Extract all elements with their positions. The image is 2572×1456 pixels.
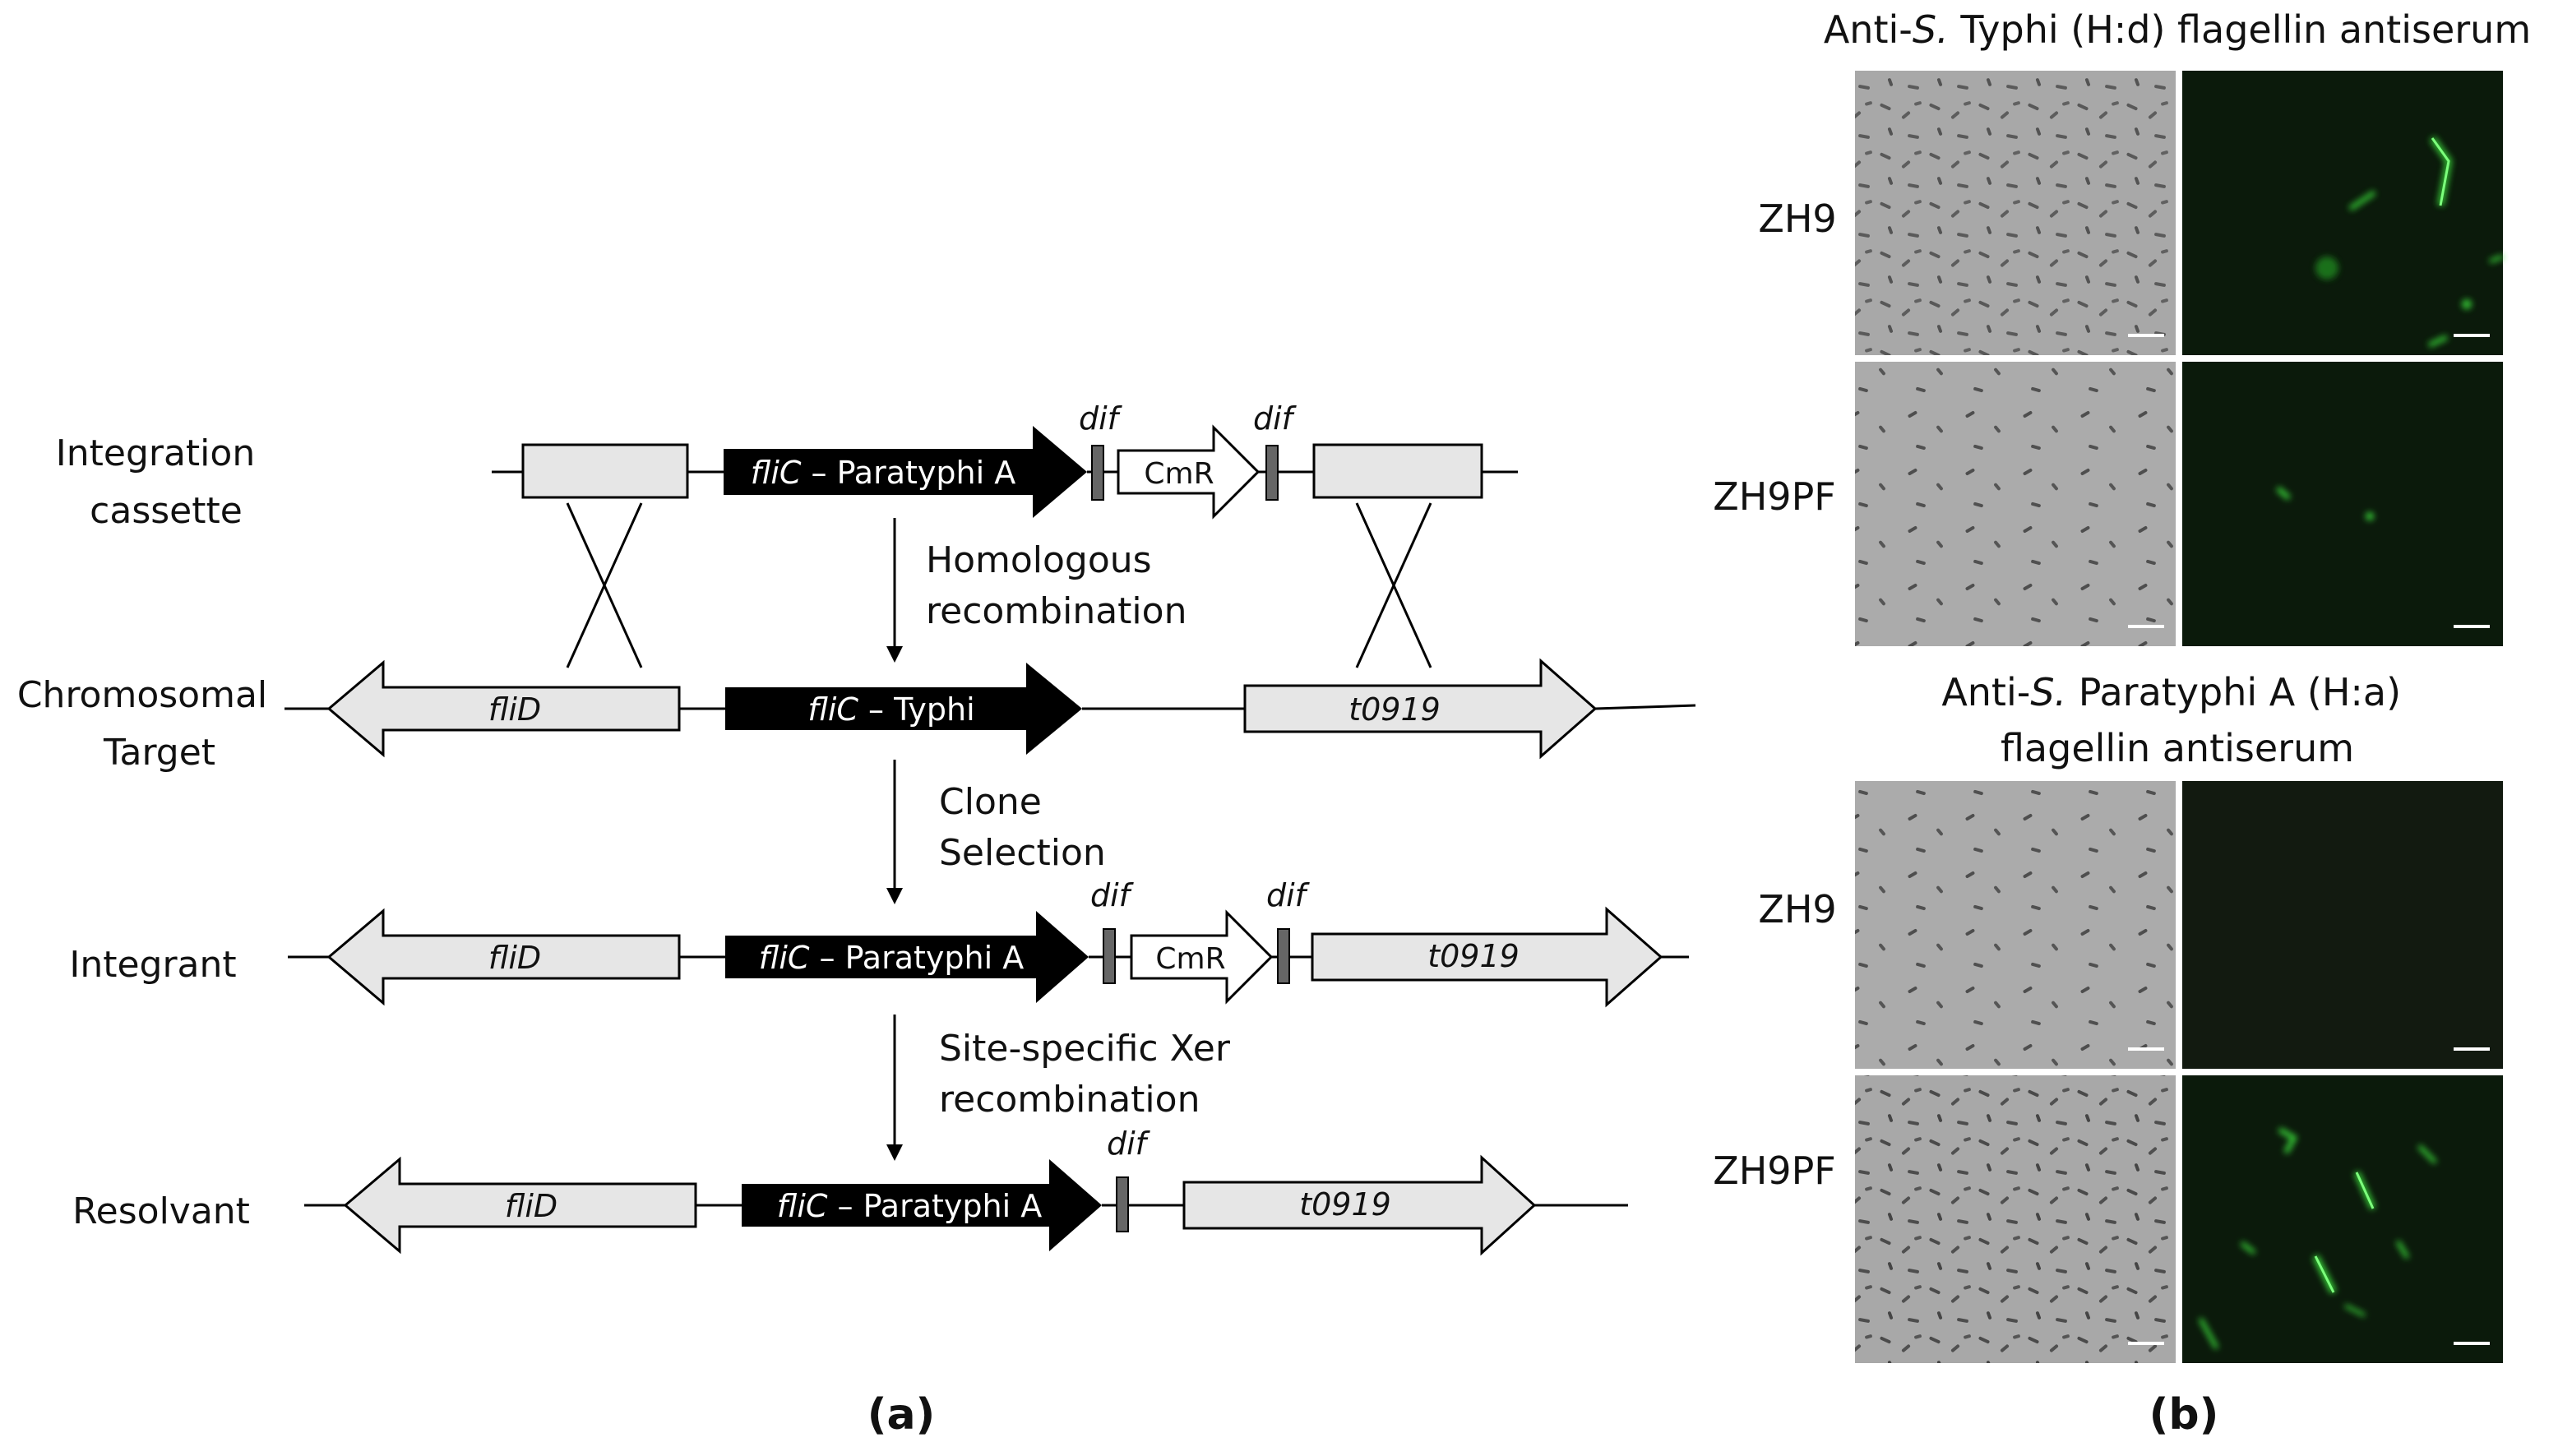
step-arrow-1 xyxy=(886,518,903,663)
dif-label: dif xyxy=(1266,877,1311,913)
flid-label: fliD xyxy=(488,940,541,976)
flic-paratyphi-label: fliC – Paratyphi A xyxy=(759,940,1024,976)
strain-label-zh9pf: ZH9PF xyxy=(1713,1149,1836,1193)
micrograph-fluorescence xyxy=(2182,71,2504,355)
panel-a: Integration cassette Chromosomal Target … xyxy=(17,400,1696,1440)
panel-a-label: (a) xyxy=(867,1390,936,1440)
strain-label-zh9pf: ZH9PF xyxy=(1713,474,1836,519)
flic-paratyphi-label: fliC – Paratyphi A xyxy=(777,1188,1042,1224)
flic-paratyphi-arrow xyxy=(742,1159,1102,1251)
t0919-label: t0919 xyxy=(1348,691,1441,728)
integration-cassette-construct: fliC – Paratyphi A dif CmR dif xyxy=(492,400,1518,520)
bottom-antiserum-title: Anti-S. Paratyphi A (H:a) flagellin anti… xyxy=(1941,670,2412,770)
flic-paratyphi-label: fliC – Paratyphi A xyxy=(751,455,1015,491)
crossover-right xyxy=(1355,502,1432,668)
t0919-label: t0919 xyxy=(1427,938,1520,974)
flic-typhi-arrow xyxy=(725,663,1082,755)
homology-arm-left xyxy=(521,443,689,499)
flic-paratyphi-arrow xyxy=(725,911,1089,1003)
step-arrow-2 xyxy=(886,760,903,904)
strain-label-zh9: ZH9 xyxy=(1758,196,1836,241)
t0919-arrow xyxy=(1182,1154,1537,1256)
cmr-arrow xyxy=(1117,424,1261,520)
micrograph-fluorescence xyxy=(2182,362,2503,646)
step-homologous-recombination: Homologous recombination xyxy=(926,539,1187,632)
t0919-label: t0919 xyxy=(1299,1186,1391,1223)
dif-site xyxy=(1265,445,1279,501)
strain-label-zh9: ZH9 xyxy=(1758,887,1836,931)
dif-label: dif xyxy=(1253,400,1298,437)
step-xer-recombination: Site-specific Xer recombination xyxy=(939,1028,1242,1121)
cmr-label: CmR xyxy=(1155,942,1225,976)
dif-label: dif xyxy=(1090,877,1135,913)
t0919-arrow xyxy=(1311,906,1663,1008)
flic-typhi-label: fliC – Typhi xyxy=(807,691,974,728)
dif-site xyxy=(1116,1176,1129,1232)
label-integration-cassette: Integration cassette xyxy=(56,432,266,532)
cmr-label: CmR xyxy=(1144,457,1214,491)
cmr-arrow xyxy=(1130,909,1274,1005)
top-antiserum-title: Anti-S. Typhi (H:d) flagellin antiserum xyxy=(1824,7,2531,52)
micrograph-phase-contrast xyxy=(1855,781,2176,1069)
label-resolvant: Resolvant xyxy=(72,1190,250,1232)
chromosomal-target-construct: fliD fliC – Typhi t0919 xyxy=(284,658,1696,760)
homology-arm-right xyxy=(1312,443,1483,499)
panel-b-label: (b) xyxy=(2149,1390,2219,1440)
flid-label: fliD xyxy=(505,1188,557,1224)
micrograph-phase-contrast xyxy=(1855,362,2176,646)
micrograph-fluorescence xyxy=(2182,1075,2503,1363)
dif-label: dif xyxy=(1079,400,1123,437)
t0919-arrow xyxy=(1243,658,1598,760)
integrant-construct: fliD fliC – Paratyphi A dif CmR dif t091… xyxy=(288,877,1689,1008)
resolvant-construct: fliD fliC – Paratyphi A dif t0919 xyxy=(304,1126,1628,1256)
dif-site xyxy=(1277,928,1290,984)
micrograph-phase-contrast xyxy=(1855,1075,2176,1363)
flid-label: fliD xyxy=(488,691,541,728)
panel-b: Anti-S. Typhi (H:d) flagellin antiserum … xyxy=(1713,7,2531,1440)
step-arrow-3 xyxy=(886,1015,903,1161)
micrograph-phase-contrast xyxy=(1855,71,2176,355)
label-chromosomal-target: Chromosomal Target xyxy=(17,674,279,774)
flic-paratyphi-arrow xyxy=(724,426,1087,518)
label-integrant: Integrant xyxy=(69,944,236,986)
dif-site xyxy=(1091,445,1104,501)
dif-label: dif xyxy=(1107,1126,1151,1162)
crossover-left xyxy=(566,502,643,668)
dif-site xyxy=(1103,928,1116,984)
step-clone-selection: Clone Selection xyxy=(939,781,1106,874)
micrograph-fluorescence xyxy=(2182,781,2503,1069)
